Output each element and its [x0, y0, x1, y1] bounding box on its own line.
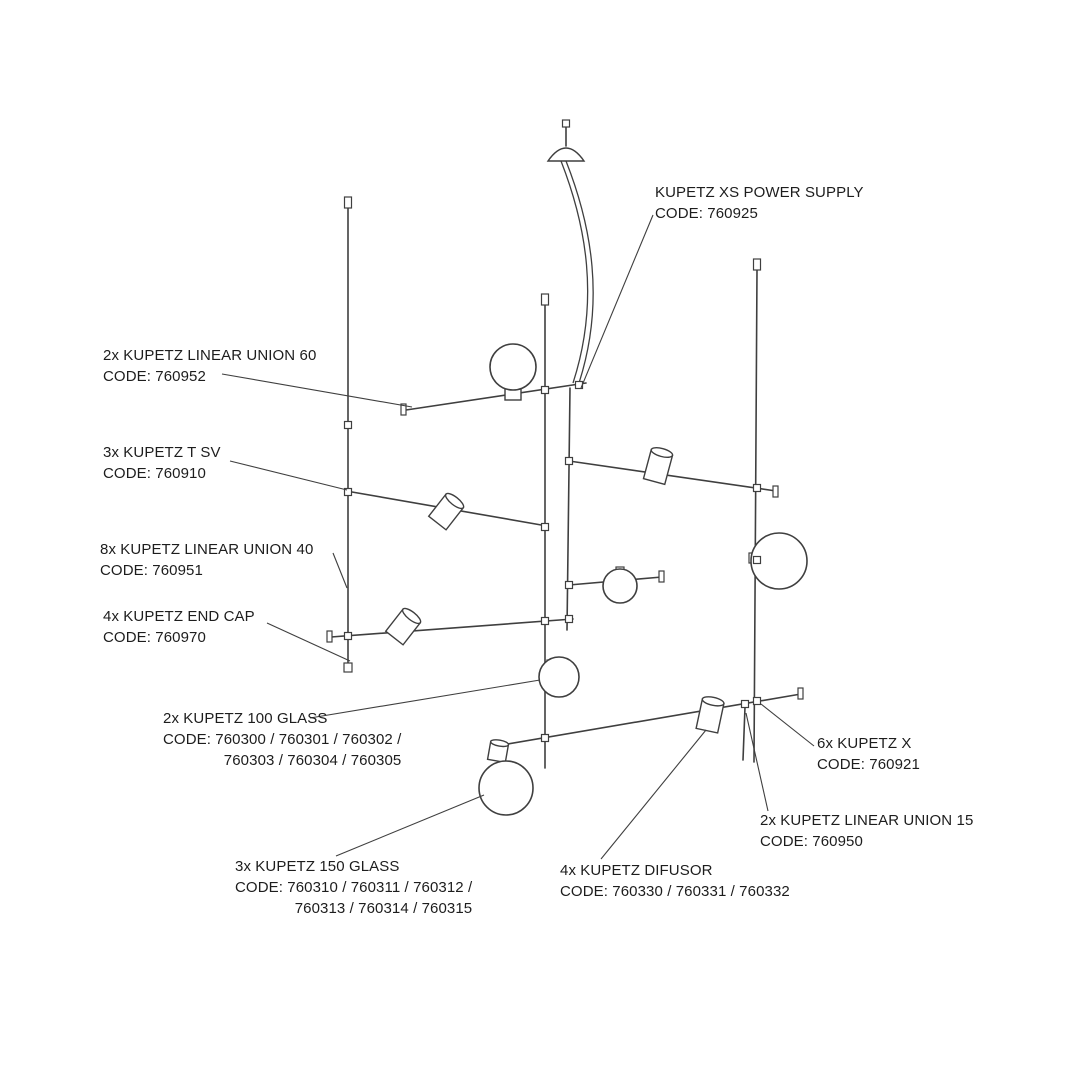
part-code: CODE: 760300 / 760301 / 760302 /: [163, 731, 402, 748]
label-glass-100: 2x KUPETZ 100 GLASS CODE: 760300 / 76030…: [163, 708, 401, 771]
difusor-cylinder: [384, 607, 422, 646]
part-name: 2x KUPETZ LINEAR UNION 15: [760, 812, 974, 829]
leader-end-cap: [266, 622, 351, 662]
end-cap-part: [343, 662, 353, 673]
leader-linear-union-60: [221, 373, 413, 408]
part-code: CODE: 760925: [655, 205, 758, 222]
t-sv-junction: [564, 456, 574, 466]
suspension-rod-right: [753, 269, 758, 763]
canopy-stem-cap: [561, 119, 571, 128]
drop-rod-stub: [742, 706, 746, 761]
label-linear-union-40: 8x KUPETZ LINEAR UNION 40 CODE: 760951: [100, 539, 313, 581]
part-code: CODE: 760970: [103, 629, 206, 646]
label-power-supply: KUPETZ XS POWER SUPPLY CODE: 760925: [655, 182, 864, 224]
part-name: 8x KUPETZ LINEAR UNION 40: [100, 541, 314, 558]
x-junction: [540, 733, 550, 743]
difusor-cylinder: [642, 447, 674, 486]
bar-end-cap: [797, 687, 804, 700]
part-code: CODE: 760330 / 760331 / 760332: [560, 883, 790, 900]
part-name: KUPETZ XS POWER SUPPLY: [655, 184, 864, 201]
leader-linear-union-15: [745, 712, 769, 812]
x-junction: [752, 483, 762, 493]
label-difusor: 4x KUPETZ DIFUSOR CODE: 760330 / 760331 …: [560, 860, 790, 902]
t-sv-junction: [343, 487, 353, 497]
difusor-cylinder: [695, 696, 725, 734]
rod-top-cap: [752, 258, 762, 271]
x-junction: [564, 614, 574, 624]
glass-150-sphere: [489, 343, 537, 391]
part-code: CODE: 760921: [817, 756, 920, 773]
part-name: 2x KUPETZ LINEAR UNION 60: [103, 347, 317, 364]
power-cable: [560, 160, 589, 384]
rod-top-cap: [343, 196, 353, 209]
part-name: 6x KUPETZ X: [817, 735, 912, 752]
t-sv-junction: [564, 580, 574, 590]
label-linear-union-15: 2x KUPETZ LINEAR UNION 15 CODE: 760950: [760, 810, 973, 852]
x-junction: [540, 385, 550, 395]
part-name: 3x KUPETZ 150 GLASS: [235, 858, 400, 875]
leader-glass-100: [309, 679, 541, 719]
bar-end-cap: [326, 630, 333, 643]
x-junction: [540, 522, 550, 532]
glass-150-sphere: [750, 532, 808, 590]
leader-t-sv: [229, 460, 348, 491]
linear-bar-upper-right: [568, 460, 777, 492]
label-x-connector: 6x KUPETZ X CODE: 760921: [817, 733, 920, 775]
bar-end-cap: [658, 570, 665, 583]
drop-rod-inner: [566, 387, 571, 631]
label-glass-150: 3x KUPETZ 150 GLASS CODE: 760310 / 76031…: [235, 856, 472, 919]
part-name: 2x KUPETZ 100 GLASS: [163, 710, 328, 727]
label-end-cap: 4x KUPETZ END CAP CODE: 760970: [103, 606, 255, 648]
part-name: 4x KUPETZ END CAP: [103, 608, 255, 625]
x-junction: [752, 555, 762, 565]
label-t-sv: 3x KUPETZ T SV CODE: 760910: [103, 442, 221, 484]
part-name: 3x KUPETZ T SV: [103, 444, 221, 461]
part-code: CODE: 760951: [100, 562, 203, 579]
bar-end-cap: [400, 403, 407, 416]
part-name: 4x KUPETZ DIFUSOR: [560, 862, 713, 879]
part-code: CODE: 760910: [103, 465, 206, 482]
glass-100-sphere: [602, 568, 638, 604]
leader-difusor: [600, 729, 707, 860]
part-code: CODE: 760950: [760, 833, 863, 850]
part-code: 760313 / 760314 / 760315: [294, 900, 473, 917]
power-cable: [565, 160, 594, 384]
x-junction: [540, 616, 550, 626]
leader-glass-150: [335, 794, 485, 857]
bar-end-cap: [772, 485, 779, 498]
glass-100-sphere: [538, 656, 580, 698]
difusor-cylinder: [427, 492, 465, 531]
part-code: CODE: 760310 / 760311 / 760312 /: [235, 879, 473, 896]
x-junction: [343, 631, 353, 641]
glass-150-sphere: [478, 760, 534, 816]
x-junction: [752, 696, 762, 706]
leader-power-supply: [580, 214, 654, 389]
linear-bar-lower-left: [330, 618, 574, 638]
leader-x-connector: [760, 703, 815, 747]
part-code: 760303 / 760304 / 760305: [223, 752, 402, 769]
rod-top-cap: [540, 293, 550, 306]
t-sv-junction: [343, 420, 353, 430]
lamp-holder: [486, 739, 510, 764]
part-code: CODE: 760952: [103, 368, 206, 385]
linear-union-15-junction: [740, 699, 750, 709]
power-supply-canopy: [546, 147, 586, 162]
label-linear-union-60: 2x KUPETZ LINEAR UNION 60 CODE: 760952: [103, 345, 316, 387]
leader-linear-union-40: [332, 552, 348, 589]
linear-bar-top: [405, 382, 587, 411]
